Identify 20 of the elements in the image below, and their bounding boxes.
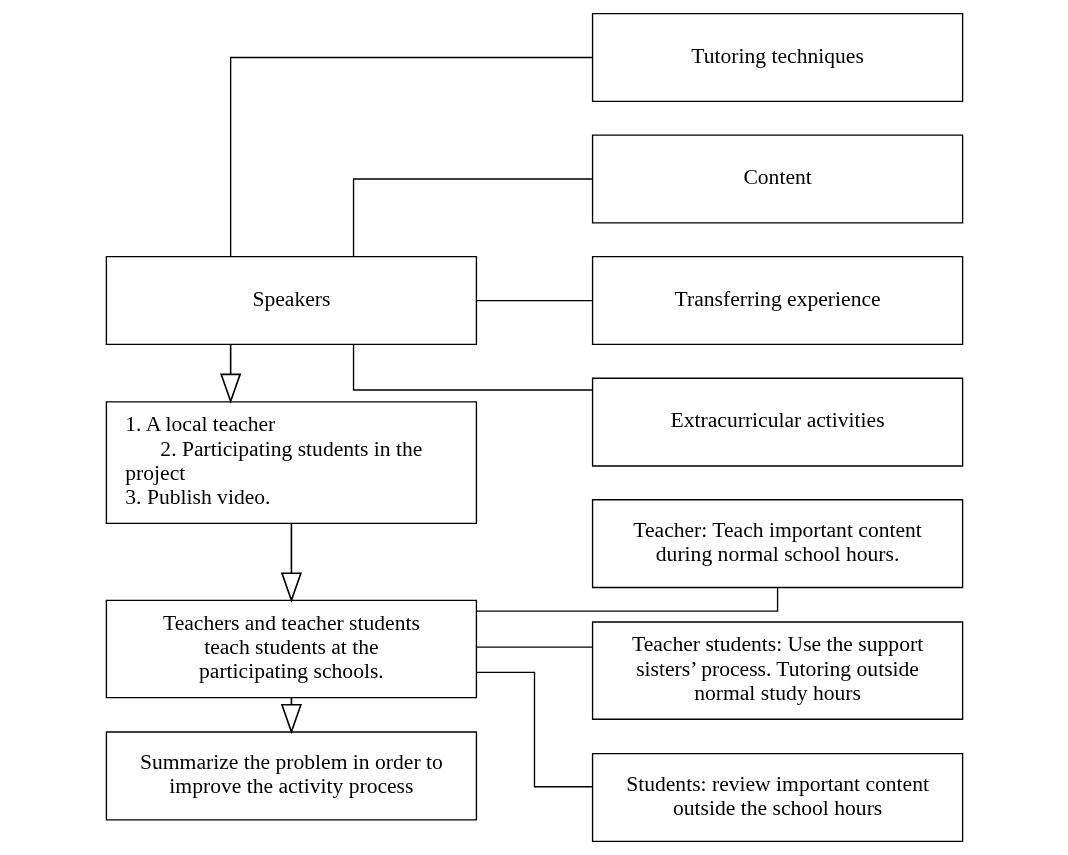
node-box: Teacher students: Use the support sisters’ process. Tutoring outside normal study hours [591, 621, 963, 720]
node-box: Teachers and teacher students teach students at the participating schools. [105, 599, 477, 699]
node-box: Students: review important content outside the school hours [591, 752, 963, 843]
connector [475, 586, 778, 612]
node-box: Summarize the problem in order to improve the activity process [105, 731, 477, 821]
node-box: 1. A local teacher 2. Participating students in the project 3. Publish video. [105, 401, 477, 525]
connector [475, 671, 593, 788]
connector [229, 56, 593, 258]
node-box: Speakers [105, 256, 477, 346]
connector [475, 646, 593, 648]
node-box: Transferring experience [591, 256, 963, 346]
node-box: Extracurricular activities [591, 377, 963, 467]
connector [475, 299, 593, 302]
node-box: Content [591, 134, 963, 224]
arrow [219, 344, 241, 404]
connector [352, 344, 593, 391]
node-box: Tutoring techniques [591, 12, 963, 103]
arrow [280, 522, 302, 603]
node-box: Teacher: Teach important content during normal school hours. [591, 499, 963, 589]
connector [352, 178, 593, 257]
